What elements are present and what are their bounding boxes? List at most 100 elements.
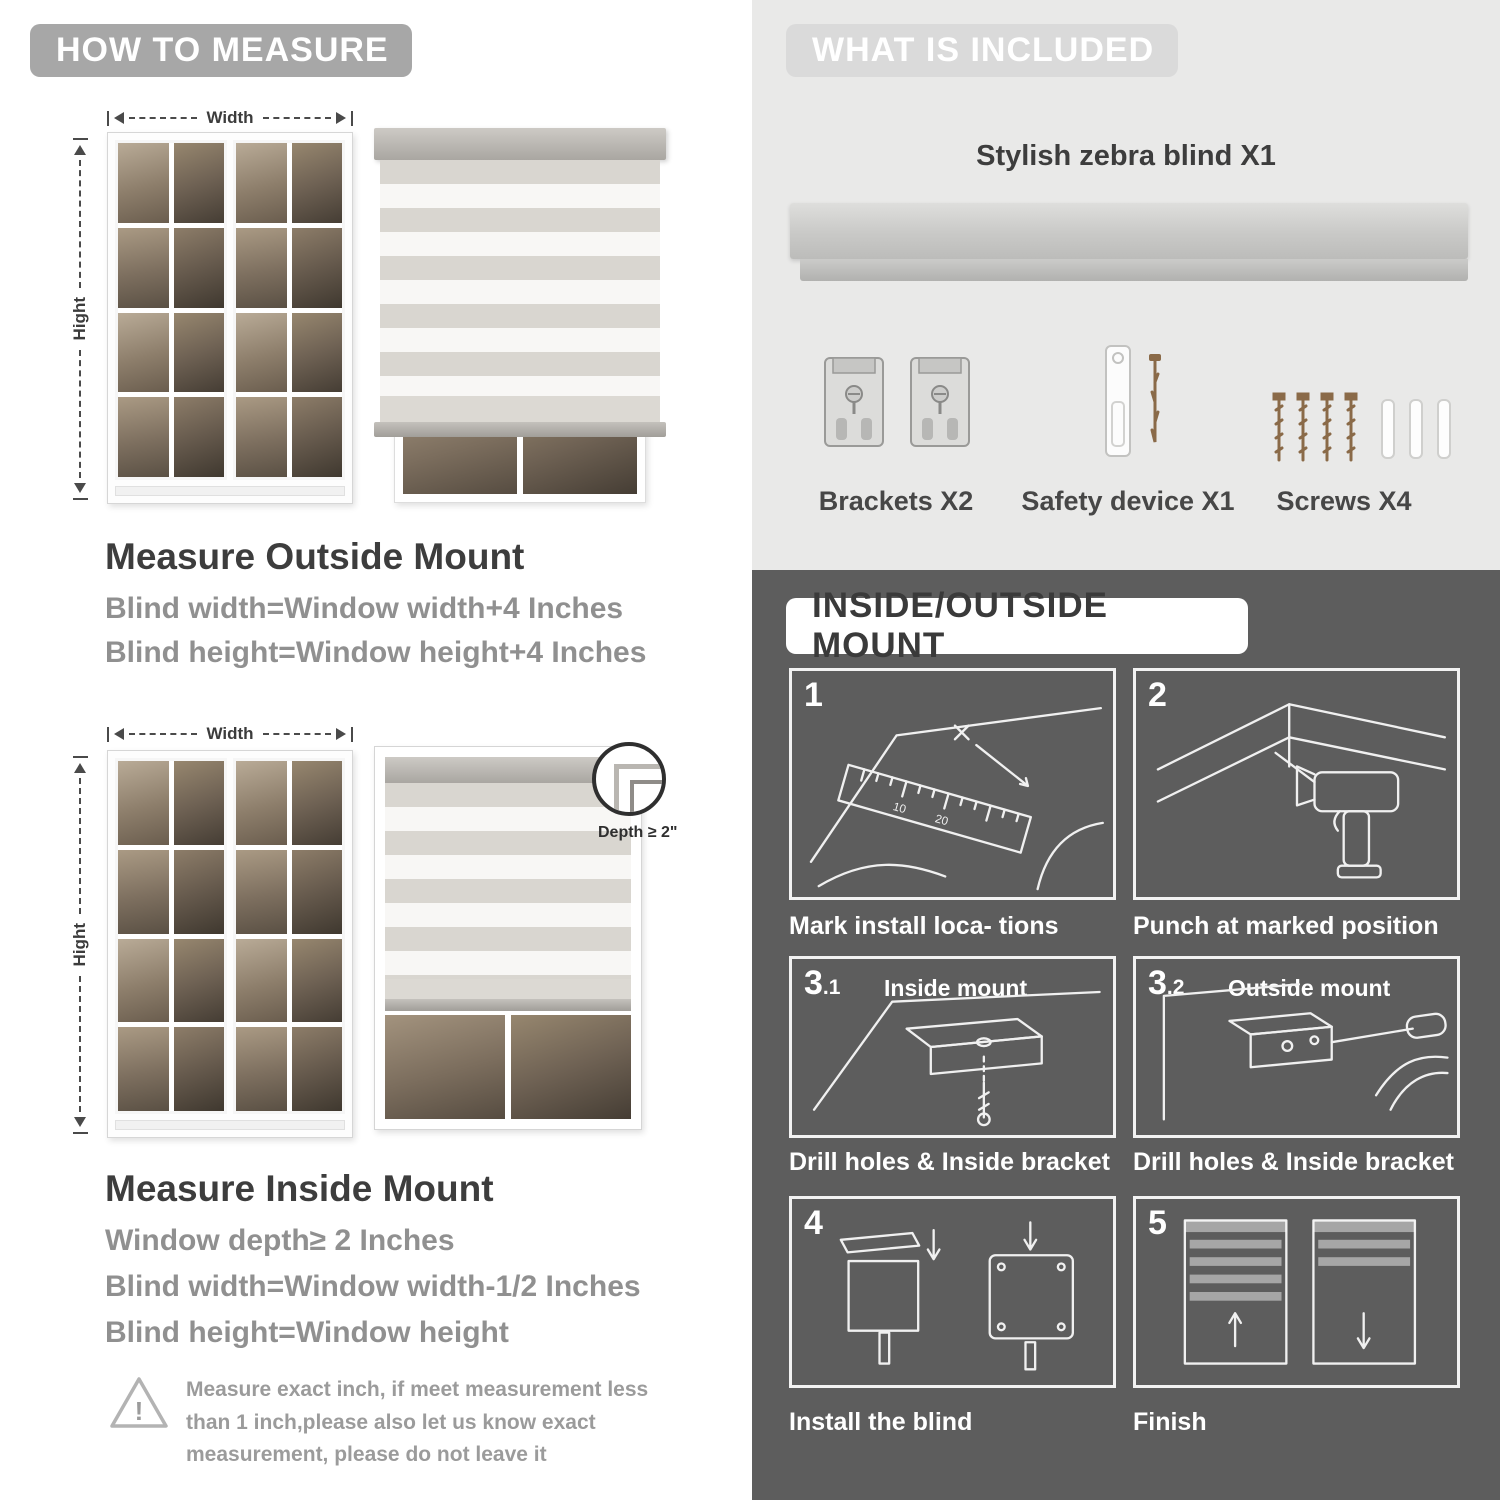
height-label: Hight (70, 297, 89, 341)
window-pane (173, 849, 224, 934)
blind-fabric-striped (380, 160, 660, 396)
window-pane (385, 1015, 505, 1119)
blind-inside-mount (374, 746, 642, 1130)
height-label: Hight (70, 923, 89, 967)
arrowhead-down-icon (74, 483, 86, 493)
dashed-line (79, 975, 81, 1112)
window-pane (118, 761, 169, 845)
inside-mount-rule-height: Blind height=Window height (105, 1316, 509, 1349)
window-pane (291, 761, 342, 845)
window-pane (173, 312, 224, 393)
inside-mount-rule-depth: Window depth≥ 2 Inches (105, 1224, 455, 1257)
how-to-measure-section: HOW TO MEASURE Width Hight (30, 24, 678, 1467)
window-pane (236, 1027, 287, 1111)
window-pane (291, 227, 342, 308)
mount-instructions-section: INSIDE/OUTSIDE MOUNT 1 10 20 (752, 570, 1500, 1500)
step-number: 3 (1148, 964, 1167, 1002)
window-pane (236, 227, 287, 308)
arrowhead-up-icon (74, 145, 86, 155)
blind-fabric-striped (385, 783, 631, 979)
how-to-measure-header: HOW TO MEASURE (30, 24, 412, 77)
blind-bottom-rail (374, 422, 666, 437)
frame-corner-detail-inner (630, 780, 662, 812)
dashed-line (262, 733, 331, 735)
dashed-line (129, 733, 198, 735)
window-pane (236, 143, 287, 223)
window-photo-inside (107, 750, 353, 1138)
depth-callout-circle (592, 742, 666, 816)
window-pane (118, 397, 169, 477)
window-pane (173, 227, 224, 308)
window-pane (291, 312, 342, 393)
blind-fabric-solid (385, 979, 631, 999)
window-pane (236, 312, 287, 393)
window-pane (173, 143, 224, 223)
step-panel-4: 4 (789, 1196, 1116, 1388)
blind-cassette (374, 128, 666, 160)
brackets-label: Brackets X2 (818, 486, 974, 516)
window-sash-right (233, 140, 345, 480)
finish-icon (1183, 1219, 1417, 1365)
arrowhead-left-icon (114, 728, 124, 740)
dashed-line (79, 778, 81, 915)
bracket-icon (910, 357, 970, 447)
window-pane (173, 938, 224, 1023)
step-caption-3-1: Drill holes & Inside bracket (789, 1148, 1110, 1176)
blind-item-label: Stylish zebra blind X1 (976, 140, 1276, 172)
window-sash-right (233, 758, 345, 1114)
arrowhead-left-icon (114, 112, 124, 124)
step-panel-1: 1 10 20 (789, 668, 1116, 900)
height-arrow-inside: Hight (70, 756, 90, 1134)
tick (72, 138, 88, 140)
depth-label: Depth ≥ 2" (598, 824, 678, 841)
warning-exclamation: ! (135, 1396, 144, 1426)
height-arrow-outside: Hight (70, 138, 90, 500)
arrowhead-down-icon (74, 1117, 86, 1127)
tick (351, 110, 353, 126)
tick (107, 726, 109, 742)
step-caption-4: Install the blind (789, 1408, 973, 1436)
screws-label: Screws X4 (1276, 486, 1412, 516)
frame-corner-detail (614, 764, 662, 812)
tick (72, 756, 88, 758)
window-pane (291, 397, 342, 477)
window-pane (118, 849, 169, 934)
what-is-included-title: WHAT IS INCLUDED (812, 31, 1155, 69)
ruler-mark-10: 10 (891, 800, 908, 816)
ruler-mark-20: 20 (934, 812, 951, 828)
step-panel-3-1: 3.1 Inside mount (789, 956, 1116, 1138)
inside-mount-rule-width: Blind width=Window width-1/2 Inches (105, 1270, 641, 1303)
what-is-included-header: WHAT IS INCLUDED (786, 24, 1178, 77)
window-pane (173, 397, 224, 477)
tick (72, 1132, 88, 1134)
dashed-line (129, 117, 198, 119)
inside-bracket-icon (812, 990, 1101, 1127)
step-panel-2: 2 (1133, 668, 1460, 900)
outside-mount-rule-height: Blind height=Window height+4 Inches (105, 636, 647, 669)
step-caption-5: Finish (1133, 1408, 1207, 1436)
step-number: 2 (1148, 676, 1167, 714)
inside-mount-title: Measure Inside Mount (105, 1168, 494, 1209)
dashed-line (79, 349, 81, 478)
width-arrow-outside: Width (107, 108, 353, 128)
window-sill (115, 1120, 345, 1130)
blind-bottom-rail (385, 999, 631, 1011)
window-photo-outside (107, 132, 353, 504)
tick (107, 110, 109, 126)
width-label: Width (206, 724, 254, 743)
window-sashes (115, 140, 345, 480)
window-sash-left (115, 758, 227, 1114)
headrail-top-face (790, 203, 1468, 259)
window-pane (118, 1027, 169, 1111)
dashed-line (79, 160, 81, 289)
width-label: Width (206, 108, 254, 127)
step-panel-3-2: 3.2 Outside mount (1133, 956, 1460, 1138)
bracket-icon (824, 357, 884, 447)
step-subnumber: .2 (1166, 976, 1185, 999)
tick (351, 726, 353, 742)
window-pane (291, 143, 342, 223)
window-pane (291, 938, 342, 1023)
window-sashes (115, 758, 345, 1114)
width-arrow-inside: Width (107, 724, 353, 744)
